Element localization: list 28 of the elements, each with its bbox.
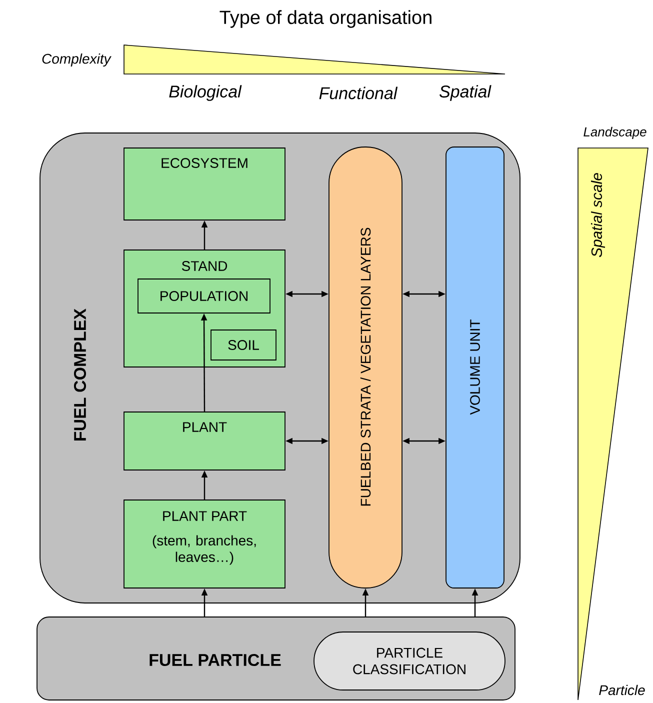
box-label: STAND	[182, 261, 228, 271]
box-label: PLANT	[183, 422, 227, 432]
band	[446, 146, 504, 588]
process-box	[138, 278, 270, 314]
axis-label: Biological	[169, 85, 242, 101]
box-note: (stem, branches, leaves…)	[152, 535, 256, 565]
axis-label: Particle	[599, 684, 645, 696]
group-label: FUEL COMPLEX	[74, 308, 86, 440]
process-box	[210, 330, 276, 360]
box-label: POPULATION	[160, 291, 248, 301]
band-label: VOLUME UNIT	[470, 320, 480, 415]
axis-label: Spatial scale	[591, 173, 605, 258]
process-box	[124, 412, 286, 470]
band	[328, 146, 402, 588]
title: Type of data organisation	[220, 10, 432, 28]
axis-label: Functional	[319, 86, 398, 100]
box-label: PLANT PART	[163, 511, 247, 521]
band-label: FUELBED STRATA / VEGETATION LAYERS	[360, 228, 371, 506]
group-label: FUEL PARTICLE	[150, 654, 281, 666]
rounded-box	[314, 632, 506, 690]
axis-label: Complexity	[42, 53, 112, 67]
axis-label: Landscape	[584, 126, 646, 140]
axis-label: Spatial	[440, 85, 492, 101]
process-box	[124, 500, 286, 588]
process-box	[124, 148, 286, 220]
box-label: PARTICLE CLASSIFICATION	[353, 648, 466, 674]
box-label: ECOSYSTEM	[162, 158, 248, 168]
box-label: SOIL	[228, 340, 259, 350]
